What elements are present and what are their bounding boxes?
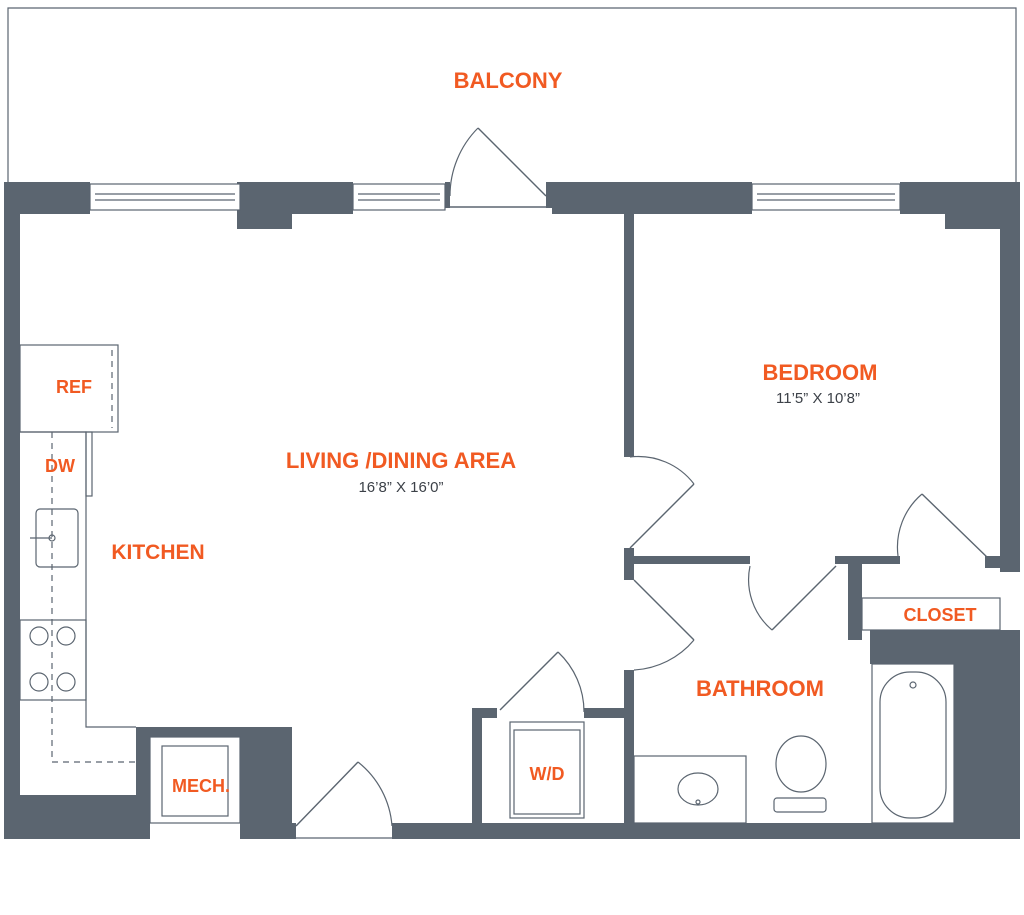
bedroom-dimensions: 11’5” X 10’8” [776,390,860,407]
windows [89,183,901,211]
wd-label: W/D [530,764,565,784]
closet-label: CLOSET [903,605,976,625]
kitchen-label: KITCHEN [111,541,204,564]
living-dimensions: 16’8” X 16’0” [358,479,443,496]
bathroom-fixtures [633,597,1001,824]
mech-label: MECH. [172,776,230,796]
balcony [7,7,1017,183]
washer-dryer [509,721,585,819]
kitchen-fixtures [19,344,241,824]
balcony-label: BALCONY [454,68,563,93]
doors [295,127,991,839]
dw-label: DW [45,456,75,476]
bedroom-label: BEDROOM [763,360,878,385]
ref-label: REF [56,377,92,397]
bathroom-label: BATHROOM [696,676,824,701]
living-dining-label: LIVING /DINING AREA [286,448,516,473]
walls [4,182,1020,839]
labels: BALCONY LIVING /DINING AREA 16’8” X 16’0… [45,68,977,796]
